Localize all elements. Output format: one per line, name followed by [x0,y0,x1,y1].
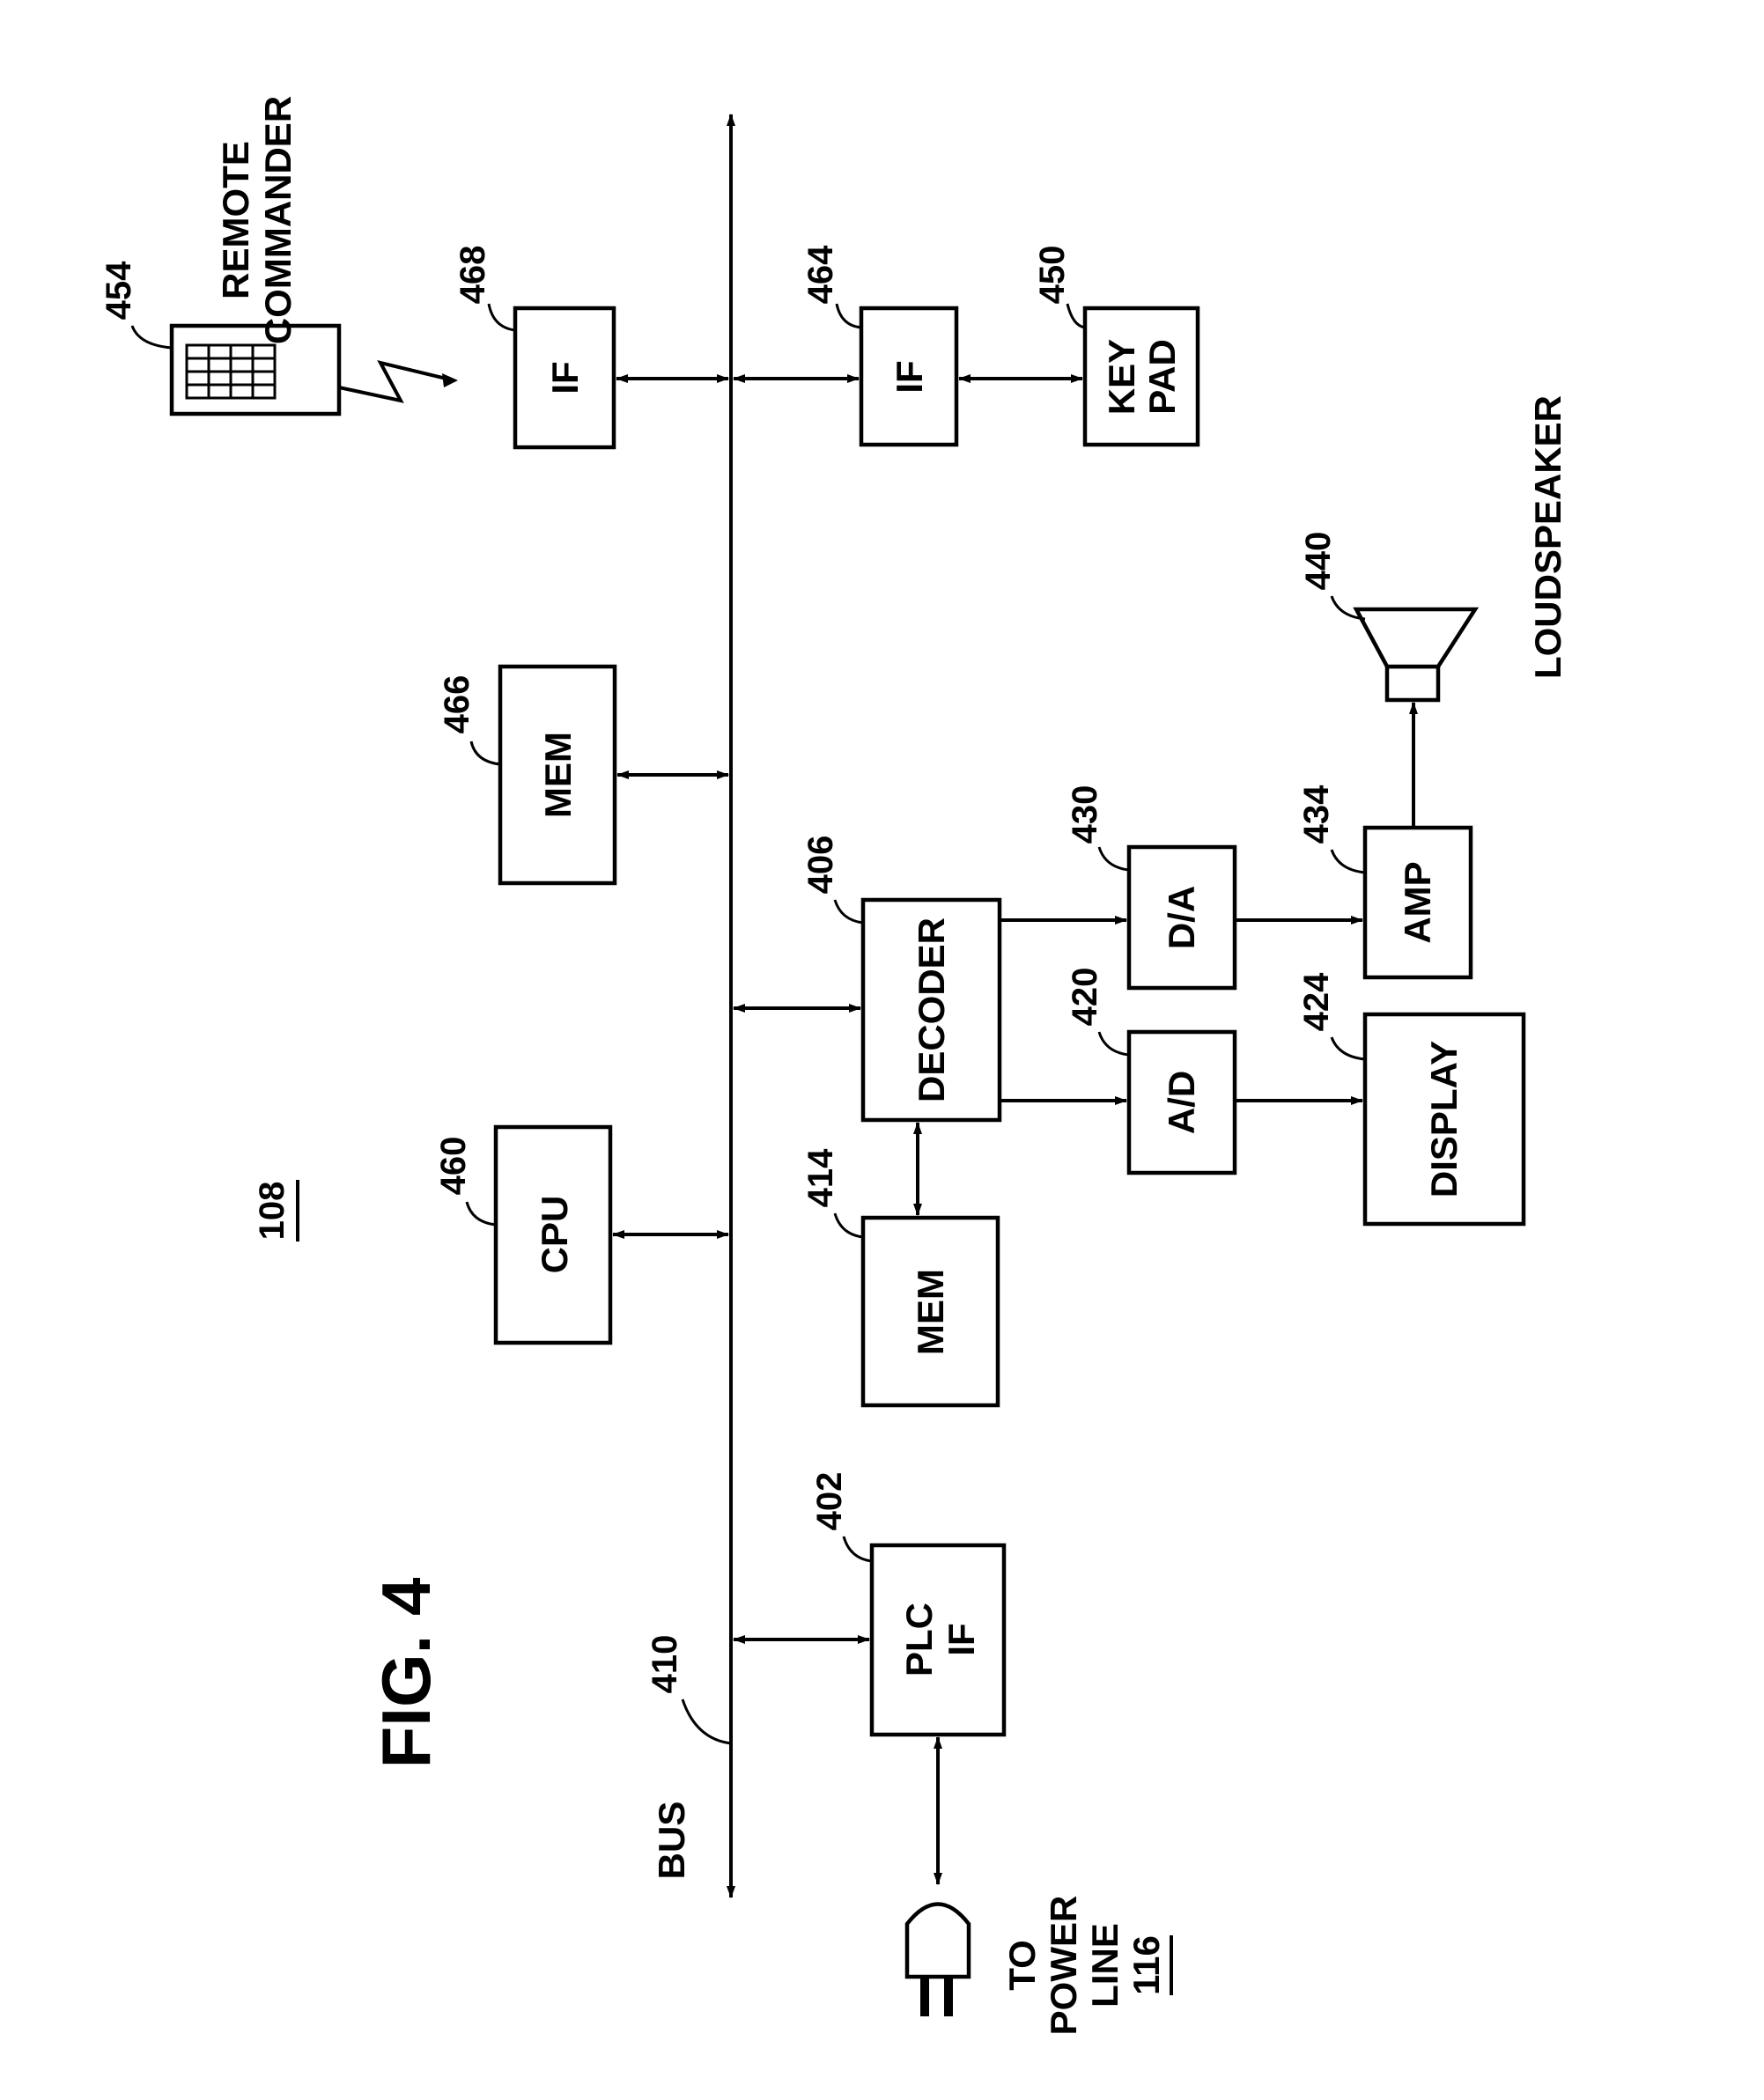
bus-ref-leader [683,1699,731,1743]
if-468-ref: 468 [454,246,492,305]
display-label: DISPLAY [1423,1041,1465,1197]
power-label-line4: 116 [1126,1935,1167,1995]
mem-414-ref: 414 [801,1148,840,1207]
amp-leader [1332,850,1365,873]
amp-label: AMP [1397,861,1438,943]
if-468-label: IF [544,361,586,394]
remote-label-line2: COMMANDER [257,96,299,344]
display-leader [1332,1037,1365,1059]
loudspeaker-cone [1356,609,1475,667]
plug-prong-1 [920,1977,929,2016]
decoder-label: DECODER [911,917,952,1102]
keypad-ref: 450 [1033,246,1072,305]
keypad-label-line1: KEY [1101,339,1142,415]
plc-if-label-line2: IF [941,1623,982,1655]
remote-box [172,326,339,414]
da-ref: 430 [1066,785,1104,844]
mem-466-label: MEM [537,732,579,818]
keypad-label-line2: PAD [1141,339,1183,415]
device-ref: 108 [253,1182,292,1241]
ad-leader [1099,1032,1129,1055]
wireless-link-arrowhead [442,373,458,387]
figure-title: FIG. 4 [367,1578,445,1769]
da-label: D/A [1161,886,1202,949]
bus-label: BUS [651,1802,692,1880]
cpu-leader [467,1202,496,1225]
decoder-leader [835,900,863,923]
power-label-line3: LINE [1084,1923,1126,2008]
remote-leader [132,326,172,348]
loudspeaker-icon [1387,667,1438,700]
loudspeaker-label: LOUDSPEAKER [1527,395,1568,679]
cpu-ref: 460 [434,1137,473,1196]
remote-label-line1: REMOTE [215,141,256,299]
plc-if-label-line1: PLC [898,1603,940,1676]
mem-466-leader [471,741,500,764]
keypad-leader [1067,304,1085,328]
power-label-line2: POWER [1043,1896,1084,2036]
power-plug-icon [907,1905,969,1978]
power-label-line1: TO [1001,1940,1043,1991]
plc-if-ref: 402 [810,1472,849,1531]
remote-ref: 454 [100,261,138,320]
ad-ref: 420 [1066,968,1104,1027]
if-464-label: IF [889,360,930,393]
ad-label: A/D [1161,1071,1202,1134]
cpu-label: CPU [534,1196,575,1274]
da-leader [1099,847,1129,870]
amp-ref: 434 [1297,785,1336,844]
wireless-link-zigzag [339,363,454,401]
plug-prong-2 [944,1977,953,2016]
mem-414-label: MEM [910,1269,951,1355]
plc-if-leader [844,1536,872,1561]
loudspeaker-ref: 440 [1299,532,1338,591]
if-464-ref: 464 [801,245,840,304]
decoder-ref: 406 [801,836,840,895]
mem-414-leader [835,1213,863,1237]
bus-ref: 410 [646,1635,684,1694]
display-ref: 424 [1297,972,1336,1031]
if-468-leader [489,304,515,330]
if-464-leader [837,304,861,328]
mem-466-ref: 466 [438,675,476,734]
